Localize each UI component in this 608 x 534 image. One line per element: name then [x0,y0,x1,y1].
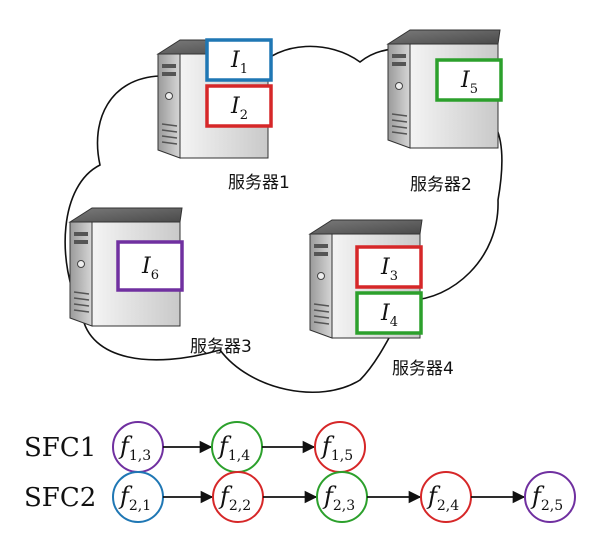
instance-box-I3 [355,245,423,289]
server-vent [313,315,330,319]
server-vent [161,129,178,133]
instance-box-I4 [355,291,423,335]
server-top-face [308,219,423,235]
server-vent [391,131,408,135]
instance-label-I4: I4 [380,301,398,330]
server-vent [73,297,90,301]
server-drive-bay [162,64,176,68]
server-3: I6 服务器3 [68,207,252,357]
server-vent [73,291,90,295]
instance-box-I5 [435,58,503,102]
server-drive-bay [314,244,328,248]
server-vent [391,125,408,129]
server-vent [161,123,178,127]
sfc-label: SFC1 [24,433,96,463]
server-power-button [165,92,173,100]
server-drive-bay [314,252,328,256]
server-vent [161,141,178,145]
server-caption: 服务器3 [190,337,252,357]
server-drive-bay [74,240,88,244]
instance-box-I2 [205,84,273,128]
server-vent [391,119,408,123]
server-drive-bay [162,72,176,76]
server-vent [313,303,330,307]
server-vent [161,135,178,139]
server-top-face [386,29,501,45]
instance-label-I6: I6 [141,254,159,283]
server-vent [313,321,330,325]
server-power-button [77,260,85,268]
vnf-label: f1,3 [118,432,151,464]
vnf-node-f2-5 [524,471,576,523]
instance-label-I1: I1 [230,48,248,77]
instance-label-I2: I2 [230,94,248,123]
server-power-button [317,272,325,280]
server-vent [391,113,408,117]
server-caption: 服务器2 [410,175,472,195]
server-vent [73,309,90,313]
server-caption: 服务器1 [228,173,290,193]
instance-label-I5: I5 [460,68,478,97]
server-vent [73,303,90,307]
server-drive-bay [392,62,406,66]
instance-box-I1 [205,38,273,82]
server-drive-bay [74,232,88,236]
instance-label-I3: I3 [380,255,398,284]
instance-box-I6 [116,240,184,292]
server-top-face [68,207,183,223]
server-vent [313,309,330,313]
server-drive-bay [392,54,406,58]
server-2: I5 服务器2 [386,29,503,195]
server-caption: 服务器4 [392,359,454,379]
sfc-label: SFC2 [24,483,96,513]
server-power-button [395,82,403,90]
